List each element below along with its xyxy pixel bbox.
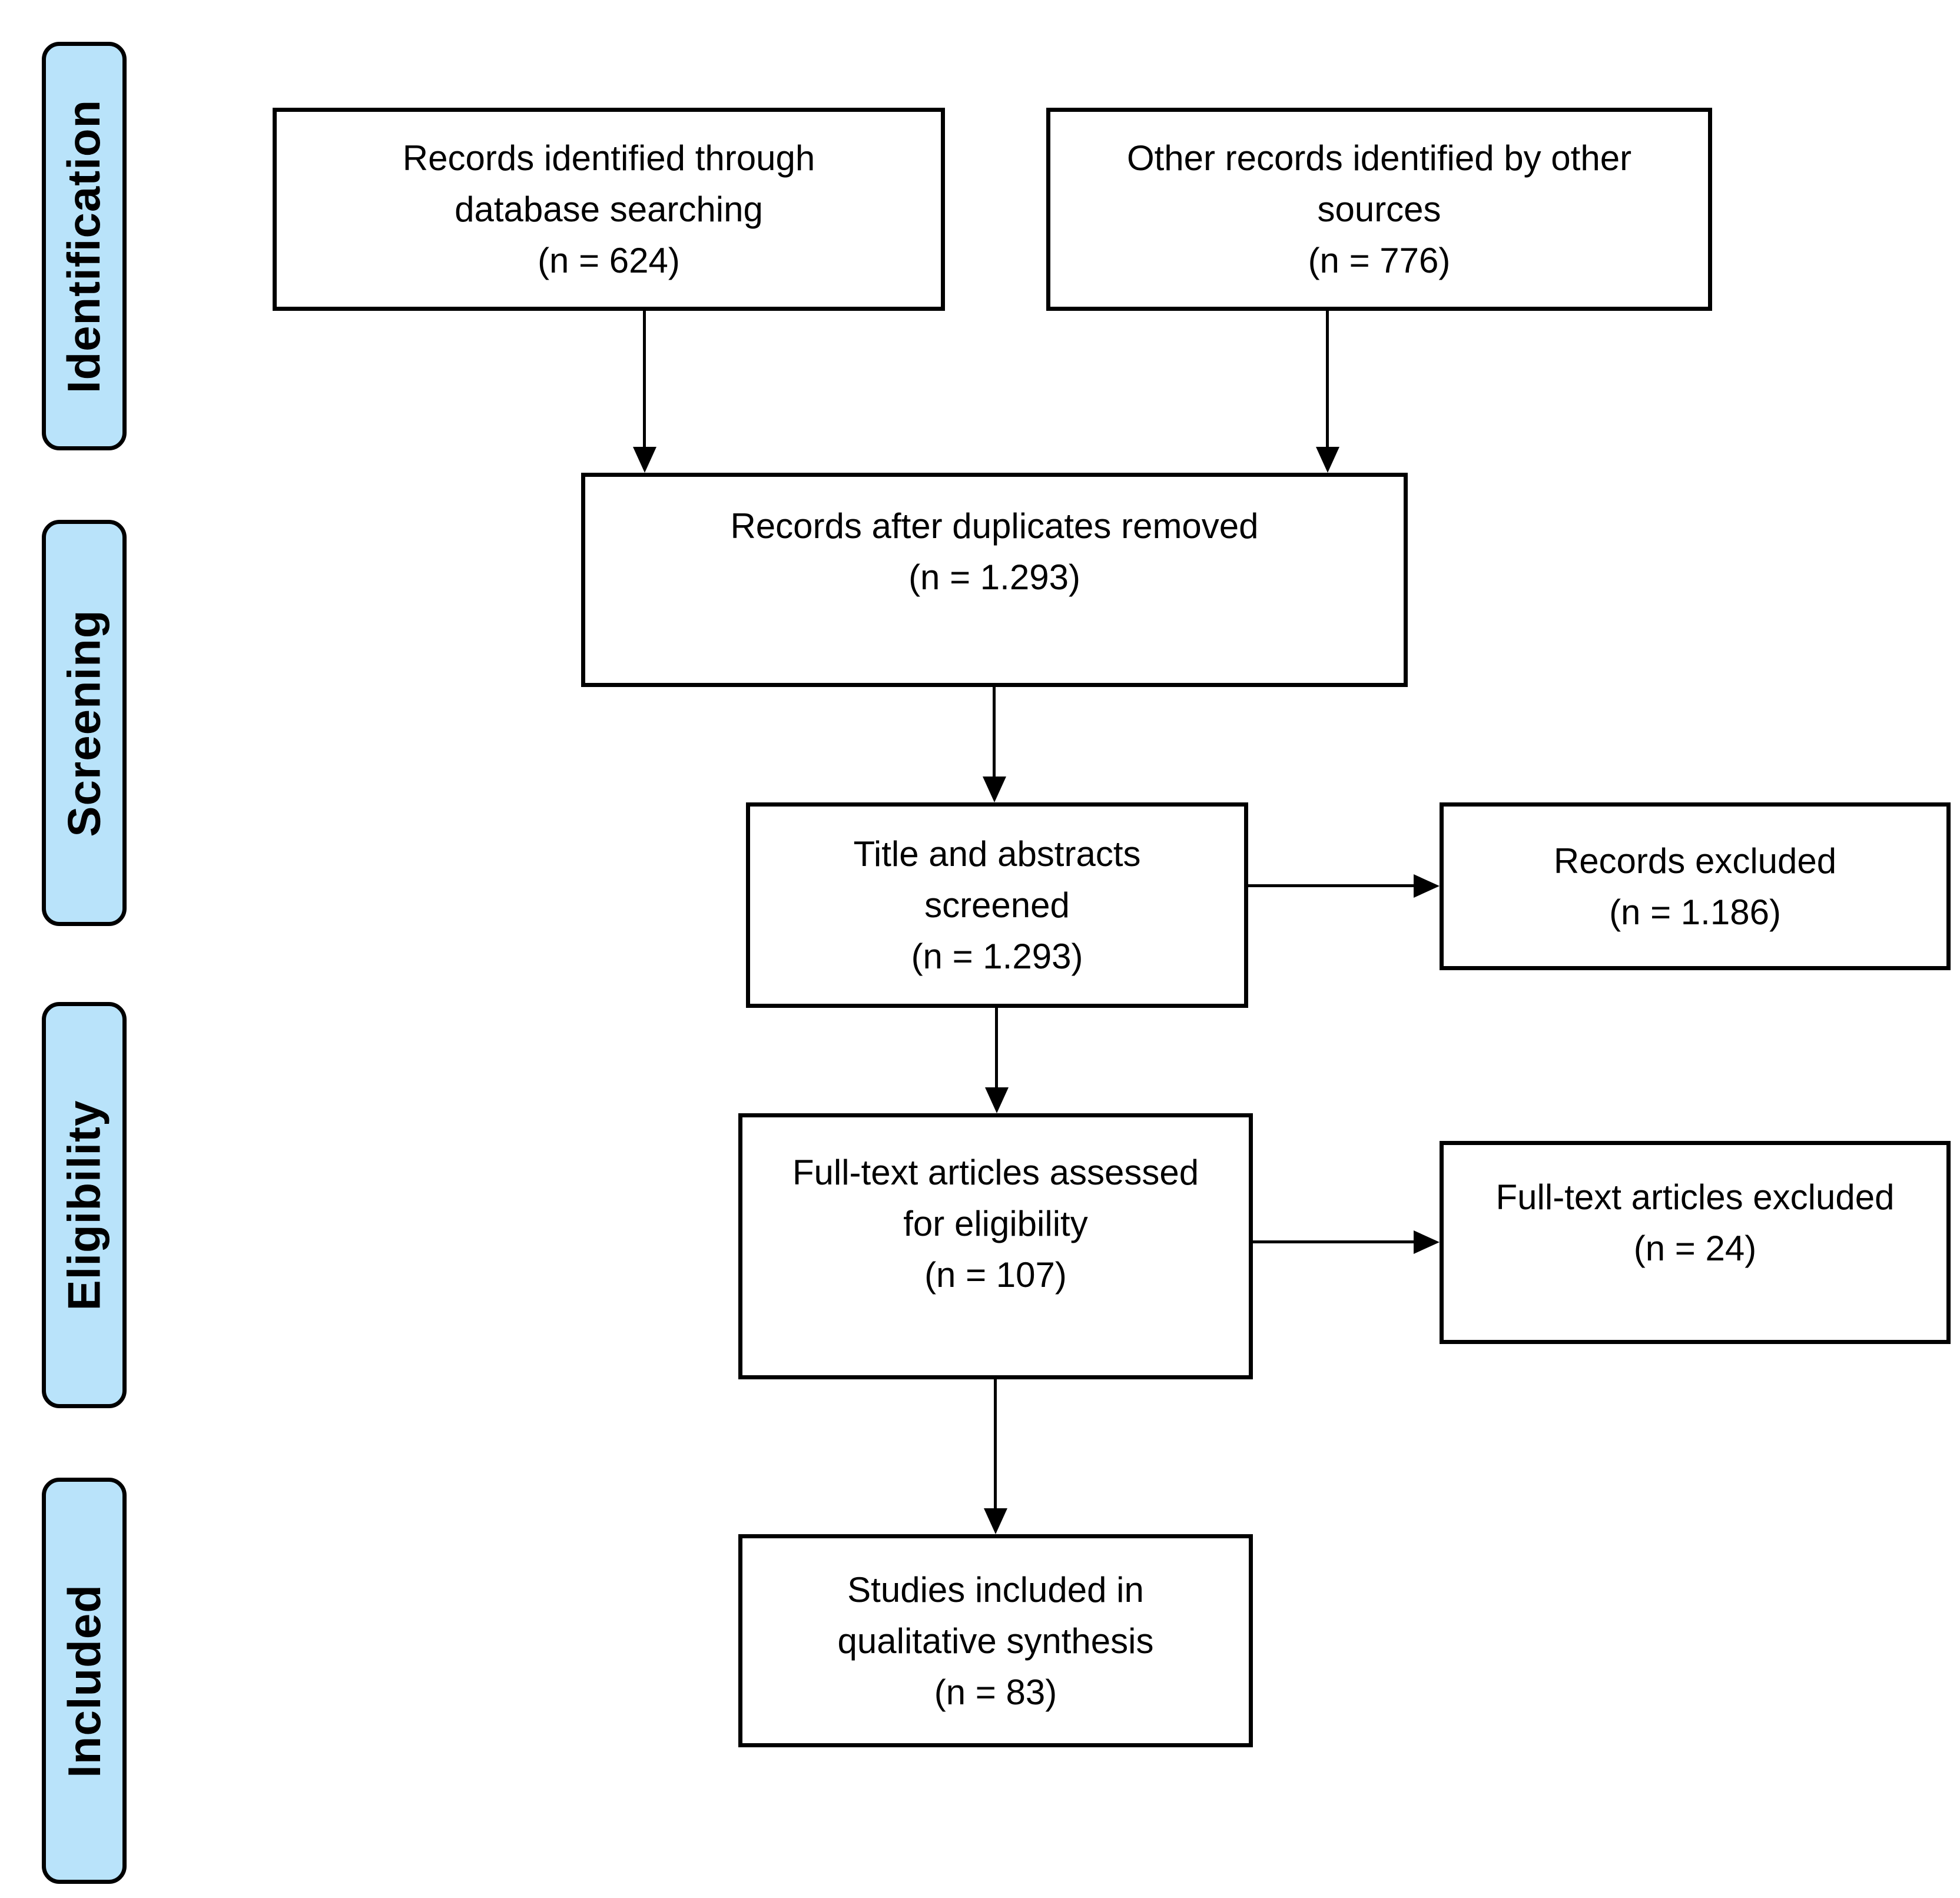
stage-label-eligibility: Eligibility (42, 1002, 127, 1408)
box-other-records: Other records identified by other source… (1046, 108, 1712, 311)
stage-label-included: Included (42, 1478, 127, 1884)
arrow-other-to-duplicates-head (1316, 447, 1339, 473)
arrow-duplicates-to-screened-head (983, 777, 1006, 802)
box-fulltext-assessed: Full-text articles assessed for eligibil… (738, 1113, 1253, 1379)
box-text-line: Records excluded (1553, 841, 1837, 881)
stage-label-identification-text: Identification (58, 99, 110, 393)
box-text-line: qualitative synthesis (837, 1621, 1154, 1661)
arrow-duplicates-to-screened-line (993, 687, 996, 777)
stage-label-screening-text: Screening (58, 609, 110, 837)
box-text-line: database searching (455, 190, 763, 229)
box-text-line: for eligibility (903, 1204, 1088, 1243)
box-records-excluded: Records excluded (n = 1.186) (1440, 802, 1951, 970)
arrow-fulltext-to-excluded-head (1414, 1230, 1440, 1254)
stage-label-eligibility-text: Eligibility (58, 1100, 110, 1310)
box-fulltext-excluded: Full-text articles excluded (n = 24) (1440, 1141, 1951, 1344)
box-text-line: (n = 776) (1308, 241, 1451, 280)
box-text-line: (n = 107) (924, 1255, 1067, 1295)
box-text-line: sources (1317, 190, 1441, 229)
box-text-line: screened (924, 885, 1070, 925)
arrow-screened-to-fulltext-line (995, 1008, 998, 1087)
box-records-identified: Records identified through database sear… (273, 108, 945, 311)
stage-label-screening: Screening (42, 520, 127, 926)
box-text-line: Full-text articles assessed (792, 1153, 1199, 1192)
arrow-fulltext-to-included-head (984, 1508, 1007, 1534)
arrow-fulltext-to-excluded-line (1253, 1240, 1414, 1243)
box-text-line: (n = 83) (934, 1672, 1057, 1712)
box-studies-included: Studies included in qualitative synthesi… (738, 1534, 1253, 1747)
arrow-screened-to-excluded-head (1414, 874, 1440, 898)
box-text-line: Records after duplicates removed (730, 506, 1259, 546)
arrow-identified-to-duplicates-head (633, 447, 656, 473)
stage-label-identification: Identification (42, 42, 127, 450)
box-text-line: Records identified through (402, 138, 815, 178)
arrow-screened-to-fulltext-head (985, 1087, 1009, 1113)
box-text-line: (n = 624) (538, 241, 680, 280)
box-text-line: (n = 1.186) (1609, 892, 1781, 932)
arrow-identified-to-duplicates-line (643, 311, 646, 447)
box-text-line: (n = 1.293) (911, 937, 1083, 976)
box-text-line: Other records identified by other (1126, 138, 1632, 178)
stage-label-included-text: Included (58, 1584, 110, 1778)
box-title-abstracts-screened: Title and abstracts screened (n = 1.293) (746, 802, 1248, 1008)
arrow-fulltext-to-included-line (994, 1379, 997, 1508)
box-text-line: Title and abstracts (853, 834, 1141, 874)
box-text-line: (n = 1.293) (908, 558, 1080, 597)
arrow-other-to-duplicates-line (1326, 311, 1329, 447)
arrow-screened-to-excluded-line (1248, 884, 1414, 887)
box-text-line: Studies included in (847, 1570, 1144, 1610)
box-text-line: Full-text articles excluded (1495, 1177, 1895, 1217)
box-after-duplicates: Records after duplicates removed (n = 1.… (581, 473, 1408, 687)
box-text-line: (n = 24) (1633, 1229, 1757, 1268)
